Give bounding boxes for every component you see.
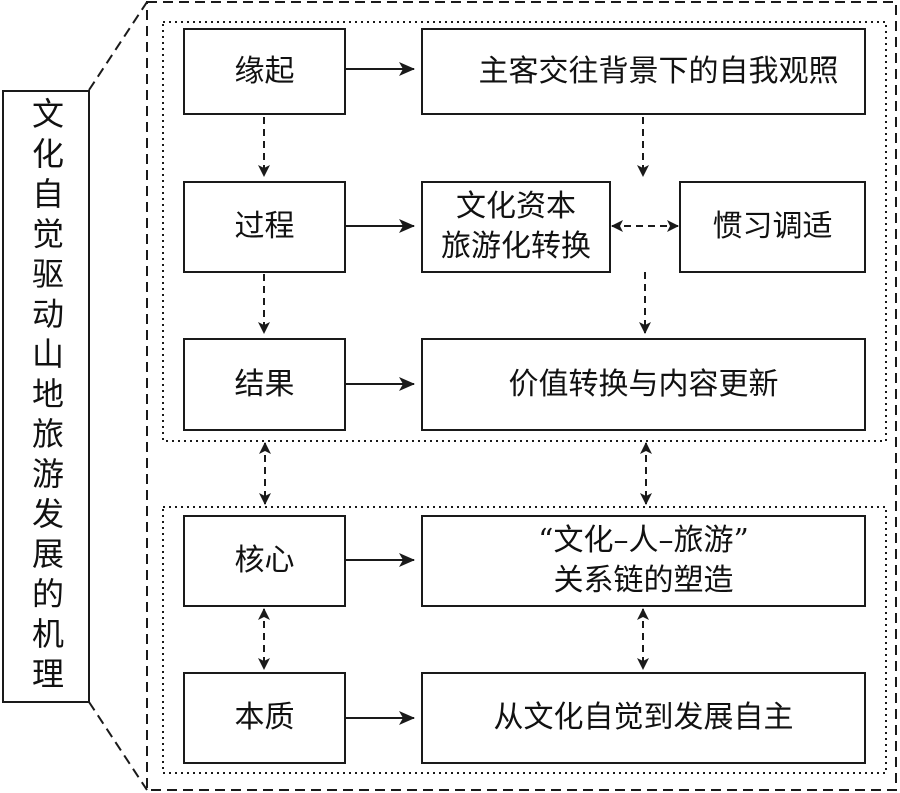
stage-label: 本质 — [234, 700, 295, 735]
stage-box-result: 结果 — [183, 338, 346, 431]
stage-label: 缘起 — [234, 53, 295, 89]
content-box-process: 文化资本 旅游化转换 — [421, 181, 611, 273]
stage-box-core: 核心 — [183, 515, 346, 607]
content-box-origin: 主客交往背景下的自我观照 — [421, 28, 866, 115]
outer-dashed-frame — [146, 1, 897, 791]
content-text: 价值转换与内容更新 — [508, 366, 779, 402]
title-text: 文化自觉驱动山地旅游发展的机理 — [27, 96, 65, 697]
stage-label: 过程 — [234, 209, 295, 244]
content-box-habitus: 惯习调适 — [679, 181, 866, 273]
content-text: 主客交往背景下的自我观照 — [478, 53, 839, 89]
callout-line-bottom — [88, 701, 148, 791]
upper-dotted-group — [162, 21, 887, 442]
callout-line-top — [88, 1, 148, 91]
lower-dotted-group — [162, 506, 887, 774]
content-text: 惯习调适 — [712, 209, 833, 244]
content-text: 文化资本 旅游化转换 — [441, 189, 591, 264]
content-text: 从文化自觉到发展自主 — [493, 700, 794, 735]
content-box-essence: 从文化自觉到发展自主 — [421, 672, 866, 764]
content-box-result: 价值转换与内容更新 — [421, 338, 866, 431]
stage-box-essence: 本质 — [183, 672, 346, 764]
content-box-core: “文化–人–旅游” 关系链的塑造 — [421, 515, 866, 607]
stage-label: 核心 — [234, 543, 295, 578]
title-box: 文化自觉驱动山地旅游发展的机理 — [2, 90, 90, 703]
stage-box-process: 过程 — [183, 181, 346, 273]
stage-box-origin: 缘起 — [183, 28, 346, 115]
stage-label: 结果 — [234, 366, 295, 402]
content-text: “文化–人–旅游” 关系链的塑造 — [538, 523, 749, 598]
